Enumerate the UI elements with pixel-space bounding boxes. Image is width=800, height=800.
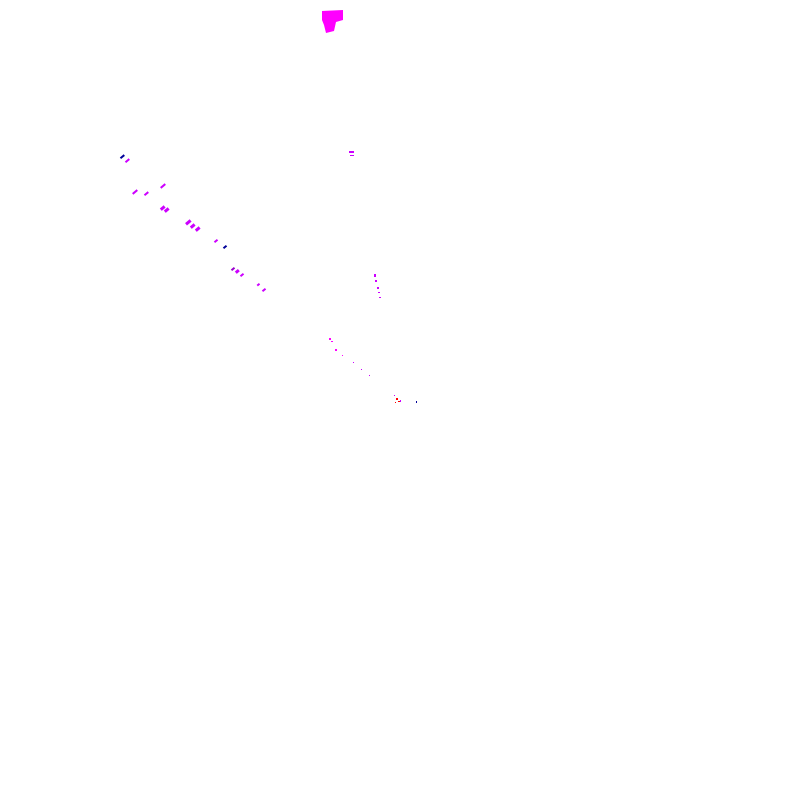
mark	[379, 297, 381, 298]
mark	[160, 183, 166, 189]
mark	[222, 244, 228, 250]
mark	[377, 287, 379, 289]
mark	[349, 151, 354, 153]
mark	[416, 401, 417, 403]
mark	[132, 189, 138, 195]
mark	[378, 292, 380, 293]
mark	[143, 191, 149, 197]
mark	[185, 219, 192, 226]
mark	[350, 155, 354, 156]
mark	[261, 287, 267, 293]
mark	[395, 402, 396, 403]
mark	[394, 395, 395, 396]
mark	[342, 355, 343, 356]
mark	[234, 268, 240, 274]
mark	[331, 341, 333, 342]
mark	[124, 158, 130, 164]
mark	[230, 266, 236, 272]
mark	[374, 274, 376, 277]
mark	[400, 400, 401, 402]
mark	[159, 205, 166, 211]
magenta-blob	[322, 10, 343, 33]
mark	[329, 338, 331, 340]
mark	[194, 226, 201, 232]
mark	[361, 369, 362, 370]
mark	[335, 349, 337, 351]
mark	[213, 238, 219, 244]
mark	[375, 280, 377, 282]
mark	[353, 362, 354, 363]
mark	[189, 223, 196, 229]
mark	[398, 401, 400, 402]
mark	[369, 375, 370, 376]
mark	[163, 207, 170, 213]
mark	[396, 398, 398, 400]
mark	[119, 154, 125, 160]
mark	[239, 272, 245, 278]
mark	[256, 282, 261, 287]
